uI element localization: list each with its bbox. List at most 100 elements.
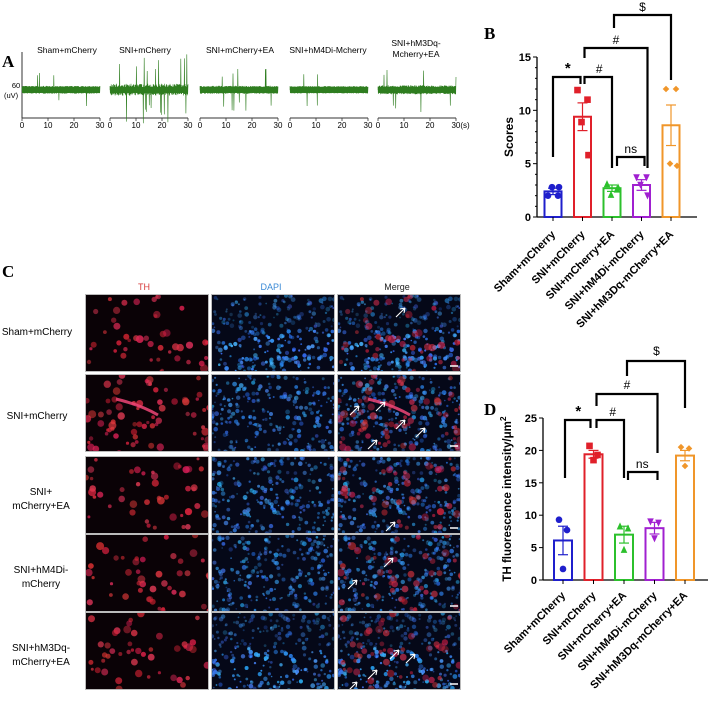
y-tick-label: 0 [525,212,531,224]
column-header-th: TH [138,282,150,292]
significance-bracket [595,418,626,478]
y-tick-label: 0 [531,575,537,587]
x-tick-label: 0 [375,121,381,130]
arrow-icon [367,439,378,450]
y-tick-label: 5 [525,159,531,171]
arrow-icon [395,307,406,318]
x-tick-label: 20 [69,121,79,130]
arrow-icon [385,521,396,532]
micrograph-dapi-row-4 [211,612,335,690]
micrograph-th-row-3 [85,534,209,612]
panel-a-emg-traces: 60 (uV) Sham+mCherry SNI+mCherry SNI+mCh… [0,38,470,140]
trace-title-1: SNI+mCherry [119,45,171,55]
significance-bracket [583,46,649,168]
x-tick-label: 30(s) [451,121,470,130]
x-tick-label: 10 [221,121,231,130]
arrow-icon [383,557,394,568]
x-tick-label: 30 [363,121,373,130]
bar-1 [583,453,604,581]
y-tick-label: 15 [525,478,537,490]
scale-unit: (uV) [4,91,19,100]
y-tick-label: 20 [525,445,537,457]
micrograph-dapi-row-2 [211,456,335,534]
trace-title-4: SNI+hM3Dq- Mcherry+EA [376,38,456,60]
trace-title-4-line1: SNI+hM3Dq- [391,38,441,48]
significance-label: # [624,378,631,392]
row-label-line2: mCherry+EA [12,501,70,512]
row-label-sham-mcherry: Sham+mCherry [0,326,92,340]
trace-title-2: SNI+mCherry+EA [205,45,275,55]
row-label-line1: SNI+ [29,487,53,498]
micrograph-merge-row-1 [337,374,461,452]
row-label-line1: SNI+hM4Di- [13,565,69,576]
micrograph-th-row-2 [85,456,209,534]
chart-d-th-intensity: 0 5 10 15 20 25 TH fluorescence intensity/μm2S… [498,344,708,691]
bar-4 [675,454,695,581]
x-tick-label: 10 [399,121,409,130]
y-tick-label: 10 [525,510,537,522]
panel-c-immunofluorescence: TH DAPI Merge Sham+mCherry SNI+mCherry S… [0,270,470,704]
significance-bracket [612,13,673,80]
y-tick-label: 10 [519,105,531,117]
significance-label: ns [636,457,649,471]
x-tick-label: 30 [273,121,283,130]
arrow-icon [415,427,426,438]
micrograph-merge-row-0 [337,294,461,372]
category-label-1: SNI+mCherry [541,589,600,648]
significance-bracket [615,155,646,166]
significance-label: $ [639,0,646,14]
x-tick-label: 0 [197,121,203,130]
row-label-line2: mCherry [21,579,61,590]
row-label-sni-mcherry: SNI+mCherry [0,410,92,424]
chart-b-scores: 051015ScoresSham+mCherrySNI+mCherrySNI+m… [492,0,697,330]
micrograph-th-row-1 [85,374,209,452]
x-tick-label: 20 [337,121,347,130]
significance-bracket [595,392,659,453]
arrow-icon [405,653,416,664]
column-header-dapi: DAPI [260,282,282,292]
y-axis-label: TH fluorescence intensity/μm2 [498,416,514,581]
micrograph-dapi-row-3 [211,534,335,612]
significance-bracket [625,359,687,408]
trace-title-4-line2: Mcherry+EA [392,49,440,59]
panel-letter-c: C [2,262,15,281]
arrow-icon [395,419,406,430]
x-tick-label: 20 [157,121,167,130]
panel-letter-a: A [2,52,15,71]
x-tick-label: 10 [131,121,141,130]
significance-bracket [563,418,592,478]
arrow-icon [349,681,358,689]
column-header-merge: Merge [384,282,410,292]
micrograph-merge-row-2 [337,456,461,534]
x-tick-label: 20 [247,121,257,130]
arrow-icon [349,405,360,416]
panel-letter-d: D [484,400,497,419]
micrograph-dapi-row-0 [211,294,335,372]
significance-bracket [583,75,614,168]
x-tick-label: 0 [287,121,293,130]
micrograph-th-row-4 [85,612,209,690]
y-axis-label: Scores [502,117,516,157]
significance-label: ns [624,142,637,156]
y-tick-label: 5 [531,543,537,555]
y-tick-label: 25 [525,413,537,425]
row-label-line1: SNI+mCherry [6,411,68,422]
micrograph-th-row-0 [85,294,209,372]
scale-value: 60 [11,81,21,90]
row-label-line2: mCherry+EA [12,657,70,668]
y-tick-label: 15 [519,52,531,64]
panel-letter-b: B [484,24,496,43]
arrow-icon [375,401,386,412]
trace-title-3: SNI+hM4Di-Mcherry [289,45,367,55]
x-tick-label: 10 [311,121,321,130]
row-label-line1: Sham+mCherry [1,327,73,338]
row-label-line1: SNI+hM3Dq- [11,643,71,654]
bar-1 [573,115,592,218]
arrow-icon [347,579,358,590]
significance-label: # [596,62,603,76]
arrow-icon [367,669,378,680]
row-label-sni-hm3dq-mcherry-ea: SNI+hM3Dq- mCherry+EA [0,642,96,670]
x-tick-label: 0 [19,121,25,130]
x-tick-label: 10 [43,121,53,130]
significance-label: * [565,60,571,77]
